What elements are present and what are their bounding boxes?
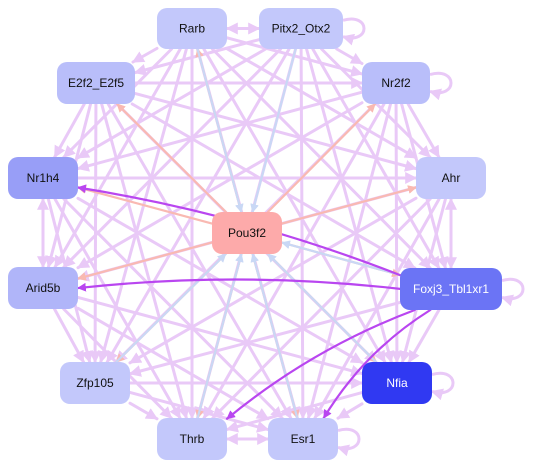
edge-Foxj3_Tbl1xr1-to-Thrb xyxy=(225,308,416,420)
node-Esr1[interactable]: Esr1 xyxy=(268,418,338,460)
edge-Foxj3_Tbl1xr1-to-Nfia xyxy=(407,308,441,364)
edge-E2f2_E2f5-to-Nr1h4 xyxy=(53,102,86,159)
node-box xyxy=(57,62,135,104)
edge-Pitx2_Otx2-to-Zfp105 xyxy=(105,47,291,364)
node-label: Rarb xyxy=(179,22,205,36)
edge-Arid5b-to-Zfp105 xyxy=(52,307,86,364)
self-loop-Nr2f2 xyxy=(428,71,453,101)
self-loop-layer xyxy=(336,17,525,457)
node-label: Pou3f2 xyxy=(228,226,266,240)
node-Pou3f2[interactable]: Pou3f2 xyxy=(212,212,282,254)
node-Foxj3_Tbl1xr1[interactable]: Foxj3_Tbl1xr1 xyxy=(400,268,502,310)
edge-Foxj3_Tbl1xr1-to-Arid5b xyxy=(76,278,402,292)
edge-Zfp105-to-Thrb xyxy=(128,401,159,421)
node-label: Nfia xyxy=(386,376,408,390)
edge-layer xyxy=(37,22,457,445)
edge-Pou3f2-to-Nr1h4 xyxy=(76,185,214,225)
edge-Rarb-to-Pou3f2 xyxy=(196,47,244,214)
node-label: Zfp105 xyxy=(76,376,114,390)
node-Zfp105[interactable]: Zfp105 xyxy=(60,362,130,404)
node-box xyxy=(400,268,502,310)
node-E2f2_E2f5[interactable]: E2f2_E2f5 xyxy=(57,62,135,104)
edge-E2f2_E2f5-to-Ahr xyxy=(133,91,418,172)
edge-Nr2f2-to-Thrb xyxy=(202,102,386,420)
edge-Esr1-to-Pou3f2 xyxy=(250,252,299,420)
edge-Foxj3_Tbl1xr1-to-Esr1 xyxy=(322,308,432,420)
node-Ahr[interactable]: Ahr xyxy=(416,157,486,199)
node-label: E2f2_E2f5 xyxy=(68,76,124,90)
edge-Pitx2_Otx2-to-Nr2f2 xyxy=(335,47,364,65)
edge-Nfia-to-Esr1 xyxy=(336,402,364,420)
node-Pitx2_Otx2[interactable]: Pitx2_Otx2 xyxy=(259,8,343,49)
self-loop-Esr1 xyxy=(336,427,361,457)
node-label: Esr1 xyxy=(291,432,316,446)
node-box xyxy=(157,8,227,49)
edge-Nfia-to-Pou3f2 xyxy=(266,252,378,364)
self-loop-Foxj3_Tbl1xr1 xyxy=(500,277,525,307)
edge-Pitx2_Otx2-to-Esr1 xyxy=(296,47,309,420)
node-box xyxy=(60,362,130,404)
node-box xyxy=(157,418,227,460)
node-box xyxy=(268,418,338,460)
edge-Nr2f2-to-Arid5b xyxy=(76,101,364,270)
edge-E2f2_E2f5-to-Foxj3_Tbl1xr1 xyxy=(130,102,417,270)
edge-Nr2f2-to-Ahr xyxy=(406,102,441,159)
edge-Zfp105-to-Pou3f2 xyxy=(115,252,227,364)
node-box xyxy=(362,362,432,404)
edge-Pitx2_Otx2-to-Pou3f2 xyxy=(250,47,297,214)
node-Nr1h4[interactable]: Nr1h4 xyxy=(8,157,78,199)
node-label: Ahr xyxy=(442,171,461,185)
edge-Pou3f2-to-E2f2_E2f5 xyxy=(116,102,227,214)
edge-E2f2_E2f5-to-Esr1 xyxy=(106,102,293,420)
self-loop-Pitx2_Otx2 xyxy=(341,17,366,46)
node-label: Thrb xyxy=(180,432,205,446)
edge-Rarb-to-E2f2_E2f5 xyxy=(131,46,159,64)
node-box xyxy=(8,267,78,309)
node-box xyxy=(416,157,486,199)
node-label: Nr2f2 xyxy=(381,76,411,90)
self-loop-Nfia xyxy=(430,371,455,401)
node-label: Foxj3_Tbl1xr1 xyxy=(413,282,489,296)
node-box xyxy=(259,8,343,49)
node-label: Pitx2_Otx2 xyxy=(272,22,331,36)
edge-Rarb-to-Nfia xyxy=(202,47,387,364)
node-Nr2f2[interactable]: Nr2f2 xyxy=(362,62,430,104)
edge-Foxj3_Tbl1xr1-to-Zfp105 xyxy=(128,300,402,377)
node-Thrb[interactable]: Thrb xyxy=(157,418,227,460)
edge-Pou3f2-to-Ahr xyxy=(280,185,418,225)
node-box xyxy=(362,62,430,104)
node-label: Arid5b xyxy=(26,281,61,295)
node-box xyxy=(212,212,282,254)
edge-Pou3f2-to-Nr2f2 xyxy=(266,102,377,214)
node-Nfia[interactable]: Nfia xyxy=(362,362,432,404)
node-label: Nr1h4 xyxy=(27,171,60,185)
edge-Thrb-to-Pou3f2 xyxy=(196,252,244,420)
node-Arid5b[interactable]: Arid5b xyxy=(8,267,78,309)
node-Rarb[interactable]: Rarb xyxy=(157,8,227,49)
node-box xyxy=(8,157,78,199)
edge-Pou3f2-to-Arid5b xyxy=(76,241,214,281)
edge-Foxj3_Tbl1xr1-to-Pou3f2 xyxy=(280,240,402,277)
